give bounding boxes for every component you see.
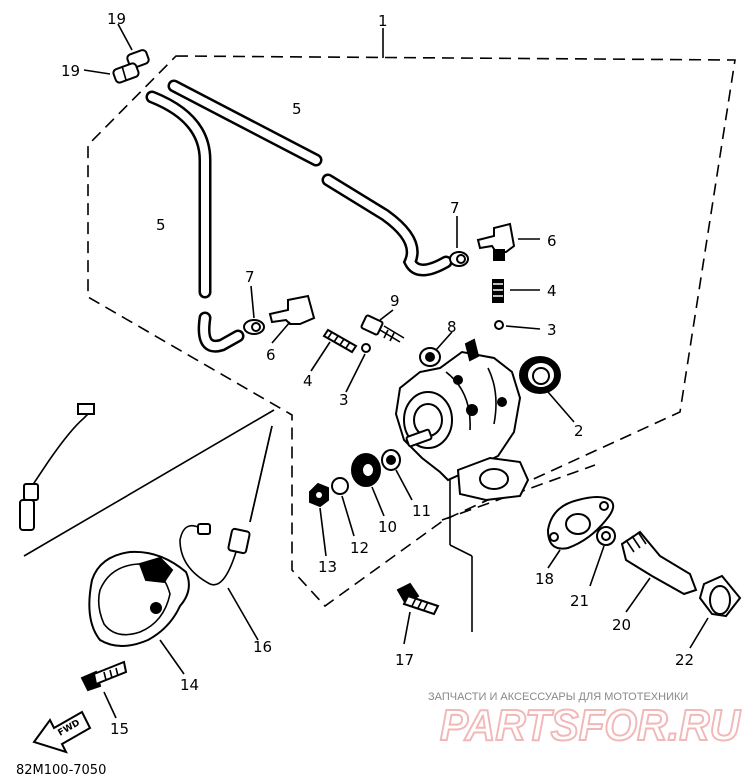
callout-3-right: 3: [547, 321, 557, 339]
callout-6-right: 6: [547, 232, 557, 250]
fwd-direction-arrow: FWD: [32, 710, 92, 754]
watermark: ЗАПЧАСТИ И АКСЕССУАРЫ ДЛЯ МОТОТЕХНИКИ PA…: [428, 691, 742, 751]
coupling-22: [698, 574, 742, 618]
callout-5-left: 5: [156, 216, 166, 234]
diagram-code: 82M100-7050: [16, 763, 106, 778]
callout-8: 8: [447, 318, 457, 336]
bolt-17: [396, 582, 440, 616]
callout-16: 16: [253, 638, 272, 656]
callout-21: 21: [570, 592, 589, 610]
tachometer-cable-16: [179, 425, 273, 586]
hose-left: [145, 90, 245, 353]
callout-15: 15: [110, 720, 129, 738]
assembly-boundary: [87, 55, 736, 608]
nut-13: [309, 482, 329, 508]
callout-11: 11: [412, 502, 431, 520]
pump-body: [394, 338, 530, 502]
callout-labels: 19 19 1 5 5 7 6 7 4 9 8 3 6 4 3 2 11 10 …: [61, 10, 694, 738]
callout-17: 17: [395, 651, 414, 669]
callout-6-left: 6: [266, 346, 276, 364]
drive-shaft-20: [620, 530, 698, 596]
callout-20: 20: [612, 616, 631, 634]
spring-4-right: [492, 279, 504, 303]
impeller-10: [351, 453, 381, 487]
callout-13: 13: [318, 558, 337, 576]
elbow-fitting-6-left: [268, 294, 316, 325]
hose-clip-19-bottom: [112, 62, 140, 84]
check-ball-3-right: [494, 320, 504, 330]
bolt-15: [80, 660, 128, 692]
callout-7-left: 7: [245, 268, 255, 286]
watermark-logo: PARTSFOR.RU: [440, 701, 741, 750]
clamp-7-right: [449, 251, 469, 267]
watermark-tagline: ЗАПЧАСТИ И АКСЕССУАРЫ ДЛЯ МОТОТЕХНИКИ: [428, 691, 688, 703]
washer-11: [381, 449, 401, 471]
check-ball-3-left: [361, 343, 371, 353]
callout-12: 12: [350, 539, 369, 557]
callout-3-left: 3: [339, 391, 349, 409]
hose-upper: [167, 79, 453, 277]
callout-5-top: 5: [292, 100, 302, 118]
washer-12: [331, 477, 349, 495]
callout-18: 18: [535, 570, 554, 588]
callout-14: 14: [180, 676, 199, 694]
gasket-18: [546, 496, 615, 550]
callout-1: 1: [378, 12, 388, 30]
spring-4-left: [322, 328, 358, 354]
bolt-9: [360, 314, 405, 343]
washer-8: [419, 347, 441, 367]
callout-22: 22: [675, 651, 694, 669]
pump-cover-14: [88, 550, 190, 647]
callout-4-right: 4: [547, 282, 557, 300]
callout-4-left: 4: [303, 372, 313, 390]
elbow-fitting-6-right: [476, 222, 516, 261]
clamp-7-left: [243, 319, 265, 335]
callout-2: 2: [574, 422, 584, 440]
callout-7-right: 7: [450, 199, 460, 217]
callout-9: 9: [390, 292, 400, 310]
oil-seal-2: [519, 356, 561, 394]
callout-10: 10: [378, 518, 397, 536]
callout-19-bottom: 19: [61, 62, 80, 80]
tachometer-cable-left: [19, 403, 95, 531]
washer-21: [596, 526, 616, 546]
callout-19-top: 19: [107, 10, 126, 28]
